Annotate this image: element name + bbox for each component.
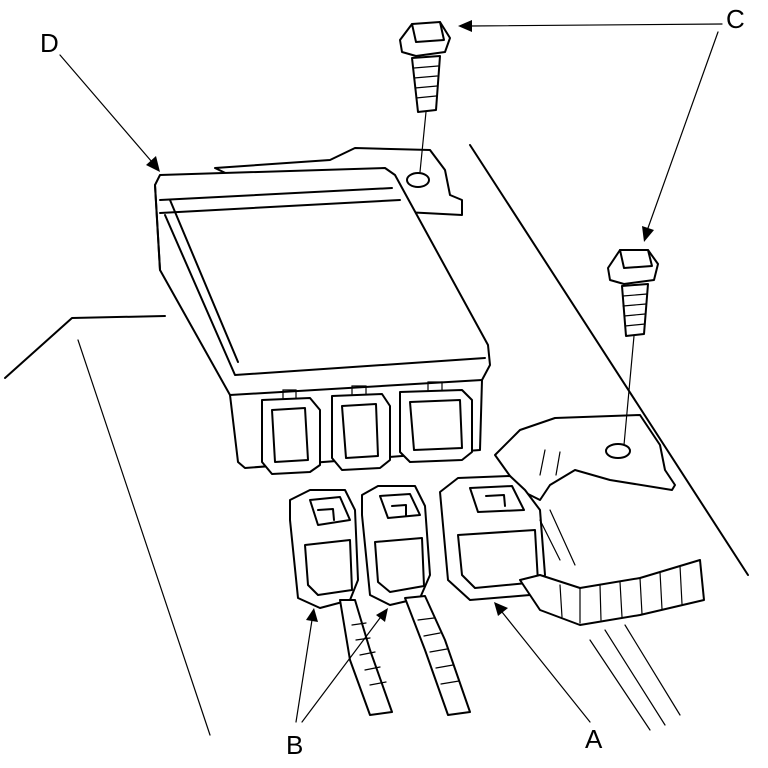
leader-c [458,20,723,242]
leader-a [494,602,591,723]
bolt-rear [399,21,451,173]
unit-socket-3 [399,381,473,463]
leader-b [295,608,388,723]
harness-connector-b1 [289,489,359,609]
harness-connector-b2 [361,485,431,606]
leader-d [59,54,160,172]
label-c: C [726,4,745,34]
srs-unit [154,167,491,475]
bolt-front [607,249,659,446]
label-b: B [286,730,303,760]
unit-socket-2 [331,385,391,471]
floor-panel [4,144,749,736]
front-bracket [494,414,676,501]
label-a: A [585,724,603,754]
harness-connector-a [439,475,546,601]
harness-wires [339,509,705,716]
label-d: D [40,28,59,58]
unit-socket-1 [261,389,321,475]
